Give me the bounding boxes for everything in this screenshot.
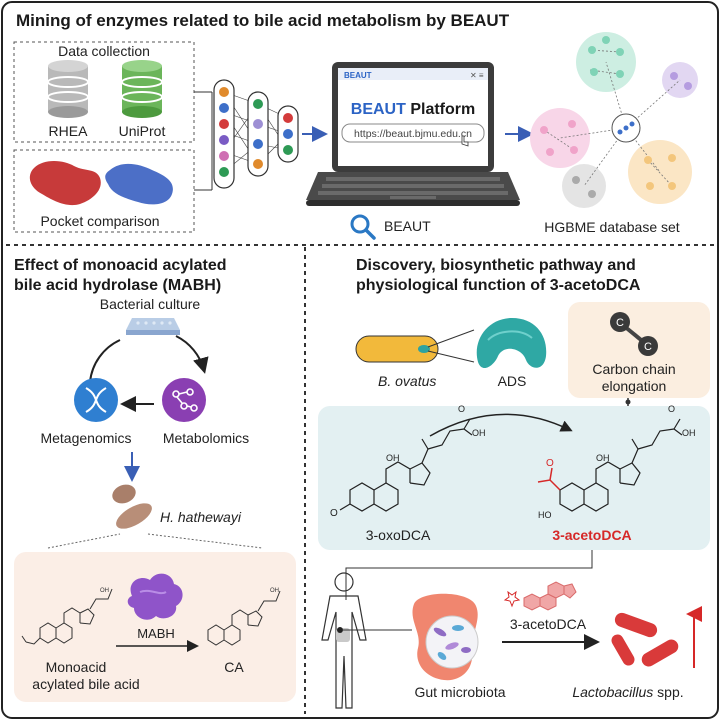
3-oxodca-label: 3-oxoDCA bbox=[366, 527, 431, 543]
product-to-host-connector bbox=[345, 550, 593, 600]
right-title-line1: Discovery, biosynthetic pathway and bbox=[356, 257, 636, 274]
left-title-line1: Effect of monoacid acylated bbox=[14, 257, 227, 274]
product-oh-label: OH bbox=[270, 588, 279, 594]
beaut-search-label: BEAUT bbox=[384, 218, 431, 234]
data-collection-label: Data collection bbox=[58, 43, 150, 59]
input-connector bbox=[194, 91, 213, 191]
ads-enzyme-icon bbox=[476, 318, 547, 369]
acetyl-o-label: O bbox=[546, 458, 554, 469]
rhea-label: RHEA bbox=[49, 123, 89, 139]
substrate-oh-label: OH bbox=[100, 588, 109, 594]
acetyl-group bbox=[537, 467, 561, 491]
mabh-label: MABH bbox=[137, 626, 175, 641]
zoom-line-ads-bottom bbox=[427, 350, 475, 363]
bacterial-culture-label: Bacterial culture bbox=[100, 296, 201, 312]
red-protein-pocket-icon bbox=[29, 161, 101, 206]
hgbme-network-icon bbox=[530, 32, 698, 208]
ca-product-structure bbox=[207, 590, 281, 646]
acetodca-molecule-icon bbox=[523, 581, 577, 611]
hgbme-label: HGBME database set bbox=[544, 219, 680, 235]
cycle-arrow-left bbox=[89, 339, 121, 383]
acetodca-ho-label: OH bbox=[596, 453, 610, 463]
gut-microbiota-label: Gut microbiota bbox=[414, 684, 505, 700]
culture-plate-icon bbox=[126, 318, 180, 335]
left-title-line2: bile acid hydrolase (MABH) bbox=[14, 277, 221, 294]
metabolite-icon bbox=[162, 378, 206, 422]
carbon-atom-1: C bbox=[616, 317, 624, 329]
cycle-arrow-right bbox=[175, 335, 209, 374]
right-title-line2: physiological function of 3-acetoDCA bbox=[356, 277, 641, 294]
mabh-enzyme-icon bbox=[127, 573, 183, 620]
oxodca-ketone-o: O bbox=[330, 508, 338, 519]
microbiota-lens bbox=[425, 615, 479, 669]
mabh-reaction-panel bbox=[14, 552, 296, 702]
laptop-icon bbox=[306, 62, 520, 206]
pocket-comparison-box bbox=[13, 149, 195, 233]
oxodca-ho-label: OH bbox=[386, 453, 400, 463]
3-acetodca-structure bbox=[559, 418, 683, 512]
metabolomics-label: Metabolomics bbox=[163, 430, 249, 446]
gut-location-dot bbox=[337, 627, 343, 633]
b-ovatus-bacterium-icon bbox=[355, 335, 439, 363]
carbon-chain-label: Carbon chain bbox=[592, 361, 675, 377]
metagenomics-label: Metagenomics bbox=[40, 430, 131, 446]
platform-top-bar bbox=[338, 68, 488, 80]
zoom-line-left bbox=[47, 533, 121, 549]
ads-label: ADS bbox=[498, 373, 527, 389]
lactobacillus-icon bbox=[611, 612, 679, 667]
zoom-line-right bbox=[147, 533, 263, 549]
ca-label: CA bbox=[224, 659, 244, 675]
oxodca-o-label: O bbox=[458, 404, 465, 414]
platform-brand: BEAUT bbox=[344, 71, 372, 80]
conversion-arrow bbox=[429, 413, 573, 437]
monoacid-substrate-structure bbox=[21, 588, 113, 645]
dna-icon bbox=[74, 378, 118, 422]
b-ovatus-label: B. ovatus bbox=[378, 373, 436, 389]
platform-title: BEAUT Platform bbox=[351, 101, 475, 118]
uniprot-label: UniProt bbox=[119, 123, 166, 139]
substrate-label-line2: acylated bile acid bbox=[32, 676, 139, 692]
h-hathewayi-label: H. hathewayi bbox=[160, 509, 242, 525]
connector-dot bbox=[625, 399, 631, 405]
acetodca-ho-3-label: HO bbox=[538, 510, 552, 520]
pocket-comparison-label: Pocket comparison bbox=[40, 213, 159, 229]
rhea-database-icon bbox=[47, 60, 89, 118]
neural-network-icon bbox=[213, 79, 299, 189]
magnifier-icon bbox=[350, 214, 376, 240]
biosynthesis-panel bbox=[318, 406, 710, 550]
cursor-hand-icon bbox=[461, 135, 469, 147]
acetodca-o-label: O bbox=[668, 404, 675, 414]
bacterium-icon bbox=[112, 484, 152, 529]
star-icon bbox=[503, 590, 521, 608]
uniprot-database-icon bbox=[121, 60, 163, 118]
platform-url-bar[interactable] bbox=[341, 123, 485, 143]
zoom-line-ads-top bbox=[427, 329, 475, 348]
microbiota-icon bbox=[433, 625, 471, 660]
oxodca-oh-label: OH bbox=[472, 428, 486, 438]
blue-protein-pocket-icon bbox=[105, 163, 173, 205]
acetodca-oh-label: OH bbox=[682, 428, 696, 438]
human-body-icon bbox=[321, 572, 367, 709]
elongation-label: elongation bbox=[602, 378, 667, 394]
platform-url: https://beaut.bjmu.edu.cn bbox=[354, 128, 472, 140]
3-acetodca-label: 3-acetoDCA bbox=[552, 527, 631, 543]
3-oxodca-structure bbox=[339, 418, 473, 512]
substrate-label-line1: Monoacid bbox=[46, 659, 107, 675]
lactobacillus-label: Lactobacillus spp. bbox=[572, 684, 683, 700]
window-controls-icon: ✕ ≡ bbox=[470, 71, 484, 80]
top-title: Mining of enzymes related to bile acid m… bbox=[16, 11, 510, 30]
carbon-atoms-icon bbox=[610, 312, 658, 356]
carbon-atom-2: C bbox=[644, 341, 652, 353]
acetodca-metabolite-label: 3-acetoDCA bbox=[510, 616, 587, 632]
